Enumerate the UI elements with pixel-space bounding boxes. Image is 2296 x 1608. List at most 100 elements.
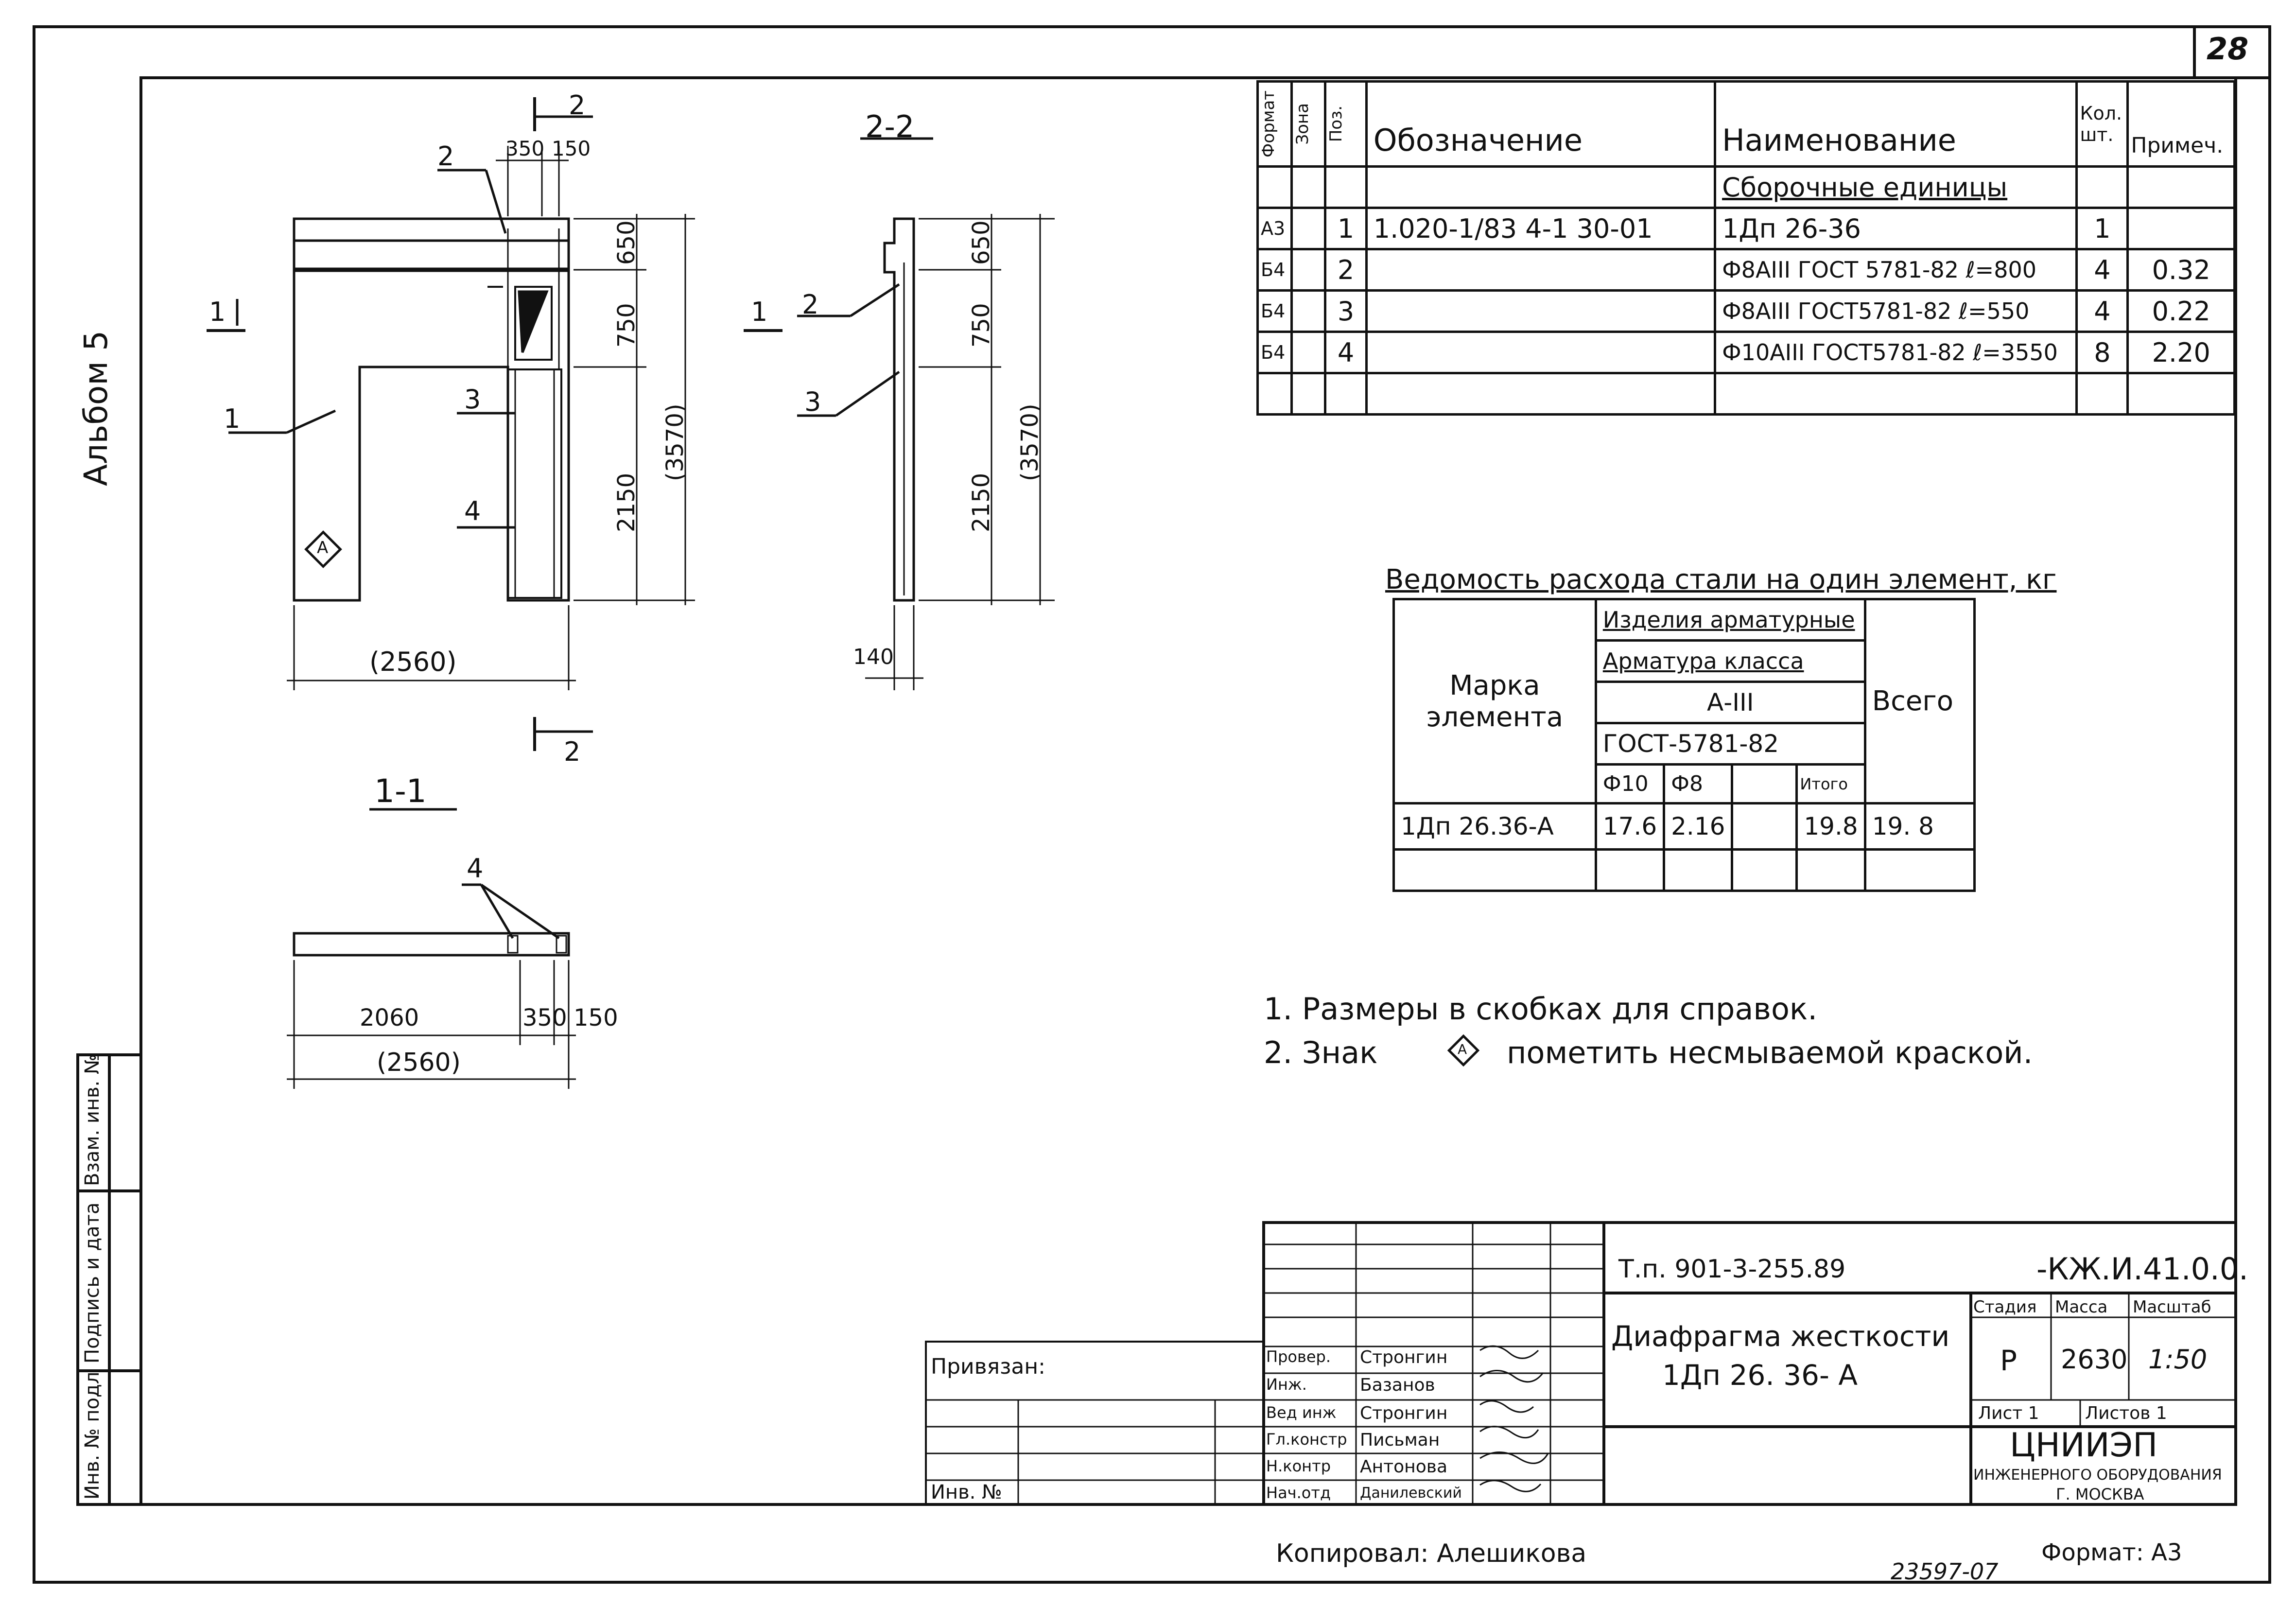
section-22-title: 2-2: [865, 109, 915, 144]
tb-title-2: 1Дп 26. 36- А: [1662, 1359, 1858, 1392]
steel-klass: А-III: [1594, 681, 1866, 724]
spec-row-naimenovanie: 1Дп 26-36: [1714, 207, 2078, 250]
spec-row-naimenovanie: Ф10АIII ГОСТ5781-82 ℓ=3550: [1714, 331, 2078, 374]
spec-table: Формат Зона Поз. Обозначение Наименовани…: [1256, 80, 2236, 416]
spec-row-format: Б4: [1256, 331, 1293, 374]
tb-city: г. Москва: [2056, 1485, 2144, 1503]
dim-2560: (2560): [369, 647, 457, 677]
steel-izdelia: Изделия арматурные: [1594, 598, 1866, 642]
spec-header-format: Формат: [1256, 80, 1293, 168]
note-2-prefix: 2. Знак: [1264, 1035, 1378, 1070]
section-11-dim-2060: 2060: [360, 1004, 419, 1031]
steel-row-marka: 1Дп 26.36-А: [1392, 802, 1597, 851]
spec-row-zona: [1290, 207, 1327, 250]
spec-section-title: Сборочные единицы: [1714, 165, 2078, 209]
section-22-view: [744, 137, 1055, 690]
section-11-view: [287, 808, 576, 1089]
signer-name: Данилевский: [1360, 1485, 1462, 1502]
pos-label-3: 3: [464, 384, 481, 415]
tb-code-right: -КЖ.И.41.0.0.: [2036, 1251, 2248, 1287]
signer-role: Н.контр: [1266, 1457, 1331, 1475]
section-22-dim-3570: (3570): [1016, 403, 1044, 481]
section-11-dim-2560: (2560): [377, 1048, 461, 1077]
signer-name: Антонова: [1360, 1457, 1447, 1477]
section-mark-2-top: 2: [569, 90, 586, 121]
spec-row-format: Б4: [1256, 289, 1293, 333]
steel-sub-f10: Ф10: [1594, 763, 1666, 804]
signer-role: Вед инж: [1266, 1403, 1337, 1422]
steel-vsego-header: Всего: [1863, 598, 1976, 804]
spec-row-primech: 2.20: [2126, 331, 2236, 374]
signer-name: Стронгин: [1360, 1347, 1448, 1367]
album-label: Альбом 5: [77, 330, 115, 486]
steel-table-title: Ведомость расхода стали на один элемент,…: [1385, 564, 2057, 595]
spec-row-kol: 4: [2075, 289, 2129, 333]
section-11-pos-4: 4: [467, 853, 484, 884]
spec-header-primech: Примеч.: [2126, 80, 2236, 168]
note-mark-symbol: [1447, 1034, 1480, 1067]
section-22-mark-1: 1: [751, 297, 768, 327]
tb-org-sub: инженерного оборудования: [1973, 1467, 2222, 1484]
section-11-dim-150: 150: [574, 1004, 618, 1031]
spec-row-kol: 1: [2075, 207, 2129, 250]
steel-row-f10: 17.6: [1594, 802, 1666, 851]
spec-row-poz: 4: [1324, 331, 1368, 374]
tb-stadia-label: Стадия: [1973, 1297, 2037, 1317]
steel-sub-f8: Ф8: [1663, 763, 1734, 804]
side-stamp-podpis: Подпись и дата: [81, 1202, 104, 1363]
signer-name: Стронгин: [1360, 1403, 1448, 1423]
pos-label-4: 4: [464, 496, 481, 526]
steel-sub-itogo: Итого: [1795, 763, 1866, 804]
spec-header-zona: Зона: [1290, 80, 1327, 168]
tb-masshtab-label: Масштаб: [2133, 1297, 2211, 1317]
section-22-pos-2: 2: [802, 289, 819, 320]
mark-symbol-letter: А: [317, 538, 329, 558]
spec-row-oboznachenie: 1.020-1/83 4-1 30-01: [1365, 207, 1717, 250]
tb-inv: Инв. №: [931, 1481, 1002, 1503]
spec-row-format: Б4: [1256, 248, 1293, 292]
spec-row-naimenovanie: Ф8АIII ГОСТ5781-82 ℓ=550: [1714, 289, 2078, 333]
signer-role: Провер.: [1266, 1347, 1331, 1366]
outer-frame: [33, 25, 2271, 1584]
tb-massa-label: Масса: [2055, 1297, 2108, 1317]
spec-row-poz: 2: [1324, 248, 1368, 292]
tb-org: ЦНИИЭП: [2010, 1426, 2158, 1465]
sheet-number-box: [2193, 25, 2271, 79]
tb-massa: 2630: [2061, 1344, 2128, 1375]
steel-row-empty: [1731, 802, 1798, 851]
dim-650: 650: [613, 220, 640, 265]
main-view: [207, 97, 695, 751]
steel-sub-empty: [1731, 763, 1798, 804]
tb-masshtab: 1:50: [2148, 1344, 2208, 1375]
section-22-pos-3: 3: [804, 386, 821, 417]
spec-header-poz: Поз.: [1324, 80, 1368, 168]
footer-number: 23597-07: [1891, 1558, 1999, 1585]
section-22-dim-2150: 2150: [968, 472, 995, 532]
signer-role: Гл.констр: [1266, 1430, 1347, 1449]
steel-row-vsego: 19. 8: [1863, 802, 1976, 851]
footer-format: Формат: А3: [2041, 1539, 2182, 1566]
spec-row-naimenovanie: Ф8АIII ГОСТ 5781-82 ℓ=800: [1714, 248, 2078, 292]
note-mark-letter: А: [1458, 1041, 1467, 1057]
spec-header-naimenovanie: Наименование: [1714, 80, 2078, 168]
signer-role: Нач.отд: [1266, 1484, 1331, 1502]
tb-code-left: Т.п. 901-3-255.89: [1618, 1255, 1846, 1284]
dim-750: 750: [613, 303, 640, 348]
signer-name: Базанов: [1360, 1375, 1435, 1395]
tb-stadia: Р: [2000, 1344, 2017, 1377]
spec-row-primech: [2126, 207, 2236, 250]
side-stamp-inv-podl: Инв. № подл: [81, 1371, 104, 1500]
tb-listov: Листов 1: [2085, 1403, 2167, 1423]
spec-row-oboznachenie: [1365, 248, 1717, 292]
spec-row-primech: 0.32: [2126, 248, 2236, 292]
pos-label-1: 1: [224, 403, 241, 434]
sheet-number: 28: [2207, 31, 2249, 67]
spec-row-poz: 3: [1324, 289, 1368, 333]
title-block-frame: [925, 1221, 2237, 1506]
spec-header-oboznachenie: Обозначение: [1365, 80, 1717, 168]
spec-row-oboznachenie: [1365, 331, 1717, 374]
spec-row-kol: 8: [2075, 331, 2129, 374]
spec-row-zona: [1290, 289, 1327, 333]
signer-role: Инж.: [1266, 1375, 1307, 1394]
